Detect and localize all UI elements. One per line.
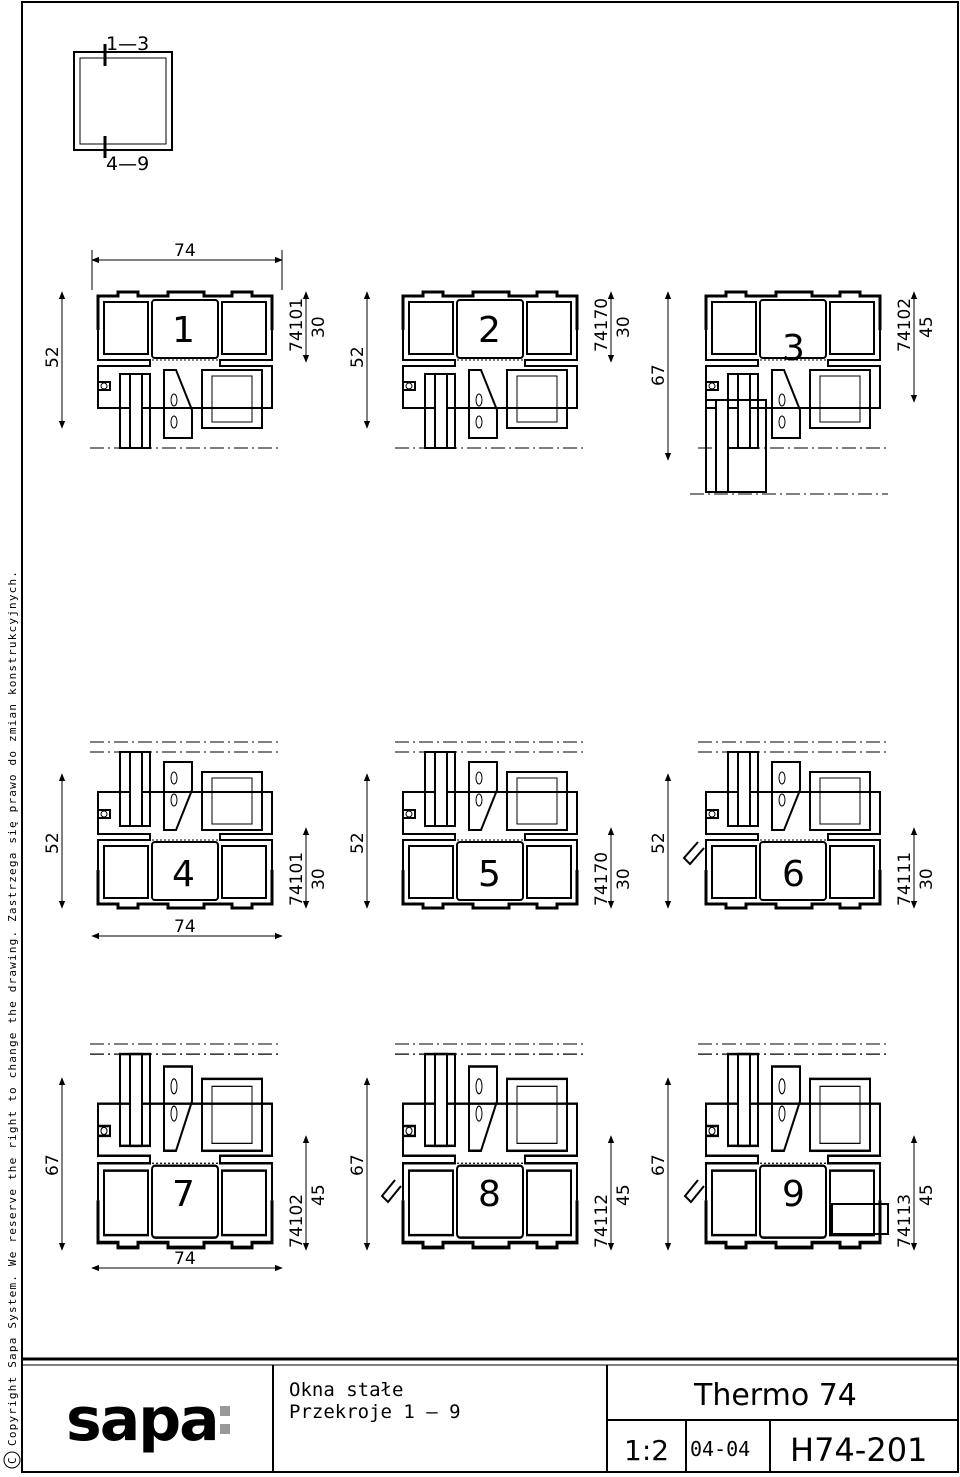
section-7-code: 74102 — [287, 1194, 307, 1248]
section-8-sub: 45 — [614, 1184, 634, 1206]
section-4-height: 52 — [43, 832, 63, 854]
section-4-sub: 30 — [309, 868, 329, 890]
section-1-width: 74 — [174, 241, 196, 261]
drawing-border — [21, 1, 959, 1473]
section-9-number: 9 — [782, 1174, 805, 1215]
section-3-number: 3 — [782, 328, 805, 369]
section-6-number: 6 — [782, 854, 805, 895]
section-2-code: 74170 — [592, 298, 612, 352]
section-5-height: 52 — [348, 832, 368, 854]
section-2-number: 2 — [478, 310, 501, 351]
section-6-height: 52 — [649, 832, 669, 854]
drawing-number: H74-201 — [790, 1431, 927, 1469]
title-block: sapa Okna stałe Przekroje 1 — 9 Thermo 7… — [22, 1357, 958, 1472]
system-name: Thermo 74 — [693, 1378, 857, 1413]
scale: 1:2 — [624, 1434, 669, 1467]
section-4-code: 74101 — [287, 852, 307, 906]
sapa-logo: sapa — [66, 1385, 230, 1455]
copyright-circle — [3, 1451, 21, 1469]
section-9-height: 67 — [649, 1154, 669, 1176]
section-4: 52 4 74 74101 30 — [43, 741, 329, 940]
section-4-number: 4 — [172, 854, 195, 895]
copyright-symbol: C — [6, 1457, 19, 1464]
key-plan-bottom-label: 4—9 — [106, 153, 149, 175]
section-9: 67 9 74113 45 — [649, 1043, 937, 1251]
section-4-width: 74 — [174, 917, 196, 937]
section-6: 52 6 74111 30 — [649, 741, 937, 910]
section-7-height: 67 — [43, 1154, 63, 1176]
section-2-height: 52 — [348, 346, 368, 368]
section-3-height: 67 — [649, 364, 669, 386]
section-1-number: 1 — [172, 310, 195, 351]
section-8-number: 8 — [478, 1174, 501, 1215]
section-3: 67 3 74102 45 — [649, 290, 937, 495]
section-9-sub: 45 — [917, 1184, 937, 1206]
key-plan-top-label: 1—3 — [106, 33, 149, 55]
section-5: 52 5 74170 30 — [348, 741, 634, 910]
section-6-sub: 30 — [917, 868, 937, 890]
title-line-1: Okna stałe — [289, 1379, 403, 1401]
section-8: 67 8 74112 45 — [348, 1043, 634, 1251]
section-2: 52 2 74170 30 — [348, 290, 634, 450]
section-7-sub: 45 — [309, 1184, 329, 1206]
section-8-height: 67 — [348, 1154, 368, 1176]
section-5-number: 5 — [478, 854, 501, 895]
section-2-sub: 30 — [614, 316, 634, 338]
section-7-width: 74 — [174, 1249, 196, 1269]
section-1: 74 52 1 74101 30 — [43, 241, 329, 450]
section-7: 67 7 74 74102 45 — [43, 1043, 329, 1272]
section-1-height: 52 — [43, 346, 63, 368]
section-1-code: 74101 — [287, 298, 307, 352]
section-8-code: 74112 — [592, 1194, 612, 1248]
section-5-sub: 30 — [614, 868, 634, 890]
copyright-group: C Copyright Sapa System. We reserve the … — [3, 570, 21, 1469]
section-7-number: 7 — [172, 1174, 195, 1215]
section-3-sub: 45 — [917, 316, 937, 338]
section-5-code: 74170 — [592, 852, 612, 906]
copyright-note: Copyright Sapa System. We reserve the ri… — [6, 570, 19, 1446]
section-3-code: 74102 — [895, 298, 915, 352]
section-1-sub: 30 — [309, 316, 329, 338]
title-line-2: Przekroje 1 — 9 — [289, 1401, 461, 1423]
sapa-logo-text: sapa — [66, 1385, 218, 1455]
section-6-code: 74111 — [895, 852, 915, 906]
section-9-code: 74113 — [895, 1194, 915, 1248]
date: 04-04 — [690, 1437, 750, 1461]
key-plan: 1—3 4—9 — [73, 33, 173, 175]
